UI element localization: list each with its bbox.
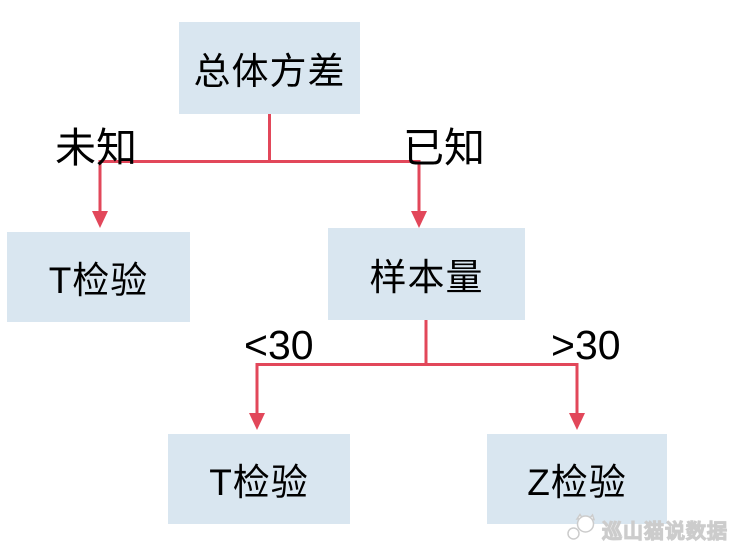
node-t-test-left: T检验 [7, 232, 190, 322]
node-z-test-label: Z检验 [527, 462, 627, 503]
node-population-variance-label: 总体方差 [193, 51, 346, 92]
edge-label-greater-than-30: >30 [551, 322, 621, 368]
node-t-test-bottom-label: T检验 [209, 462, 309, 503]
edge-label-less-than-30: <30 [244, 322, 314, 368]
edge-label-known: 已知 [403, 125, 485, 171]
edge-level2-branch [255, 363, 579, 416]
arrowhead-to-ttest-left [92, 211, 108, 228]
node-population-variance: 总体方差 [179, 22, 360, 114]
arrowhead-to-ttest-bottom [249, 413, 265, 430]
node-sample-size-label: 样本量 [369, 257, 484, 298]
arrowhead-to-ztest [569, 413, 585, 430]
arrowhead-to-sample-size [411, 211, 427, 228]
edge-label-unknown: 未知 [55, 125, 137, 171]
node-t-test-left-label: T检验 [48, 260, 149, 301]
node-sample-size: 样本量 [328, 228, 525, 320]
edge-level1-branch [98, 160, 421, 214]
node-z-test: Z检验 [487, 434, 667, 524]
node-t-test-bottom: T检验 [168, 434, 350, 524]
